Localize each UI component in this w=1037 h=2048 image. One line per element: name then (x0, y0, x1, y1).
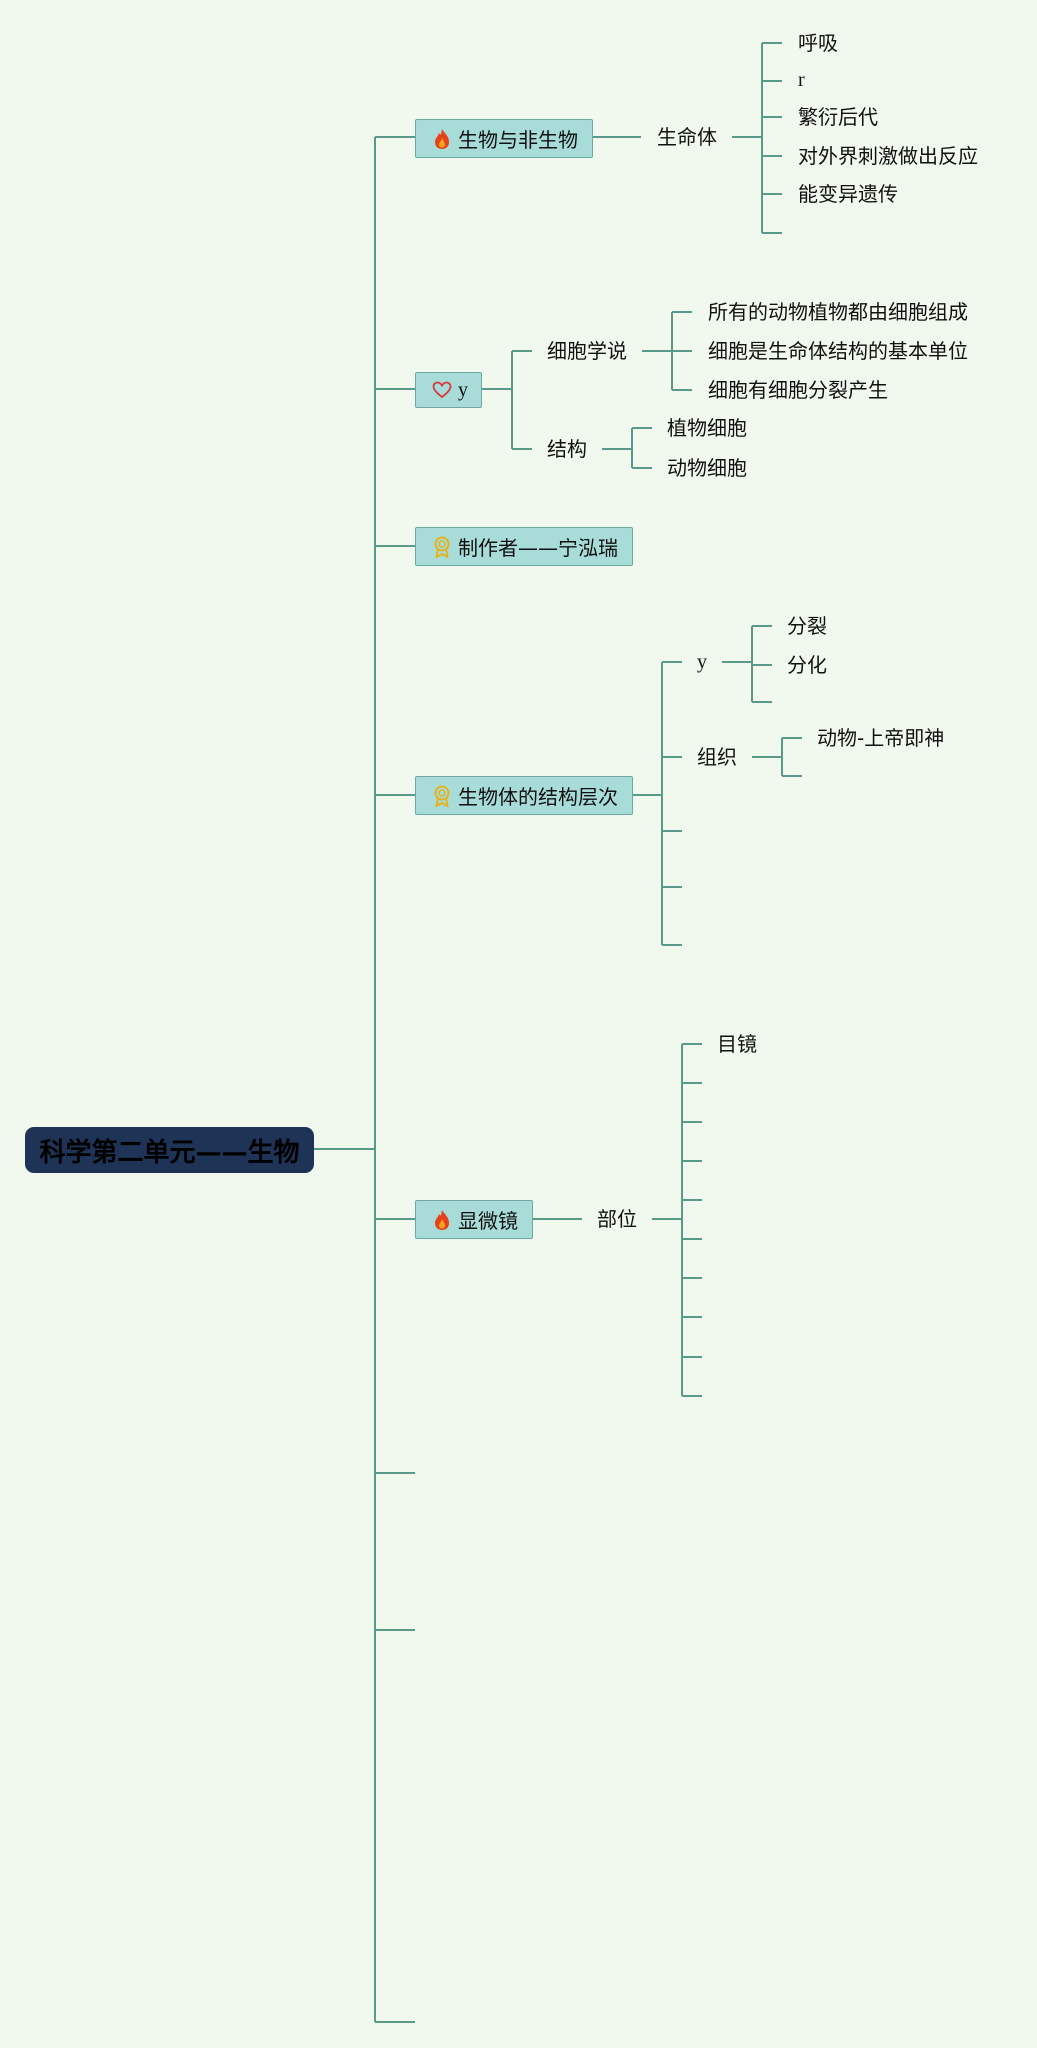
heart-icon (432, 379, 452, 401)
node-part[interactable]: 部位 (597, 1207, 637, 1231)
topic-label: y (458, 378, 468, 401)
award-icon (432, 536, 452, 558)
leaf-item[interactable]: 繁衍后代 (798, 105, 878, 129)
topic-cell[interactable]: y (415, 372, 482, 408)
topic-label: 显微镜 (458, 1209, 518, 1233)
topic-label: 生物体的结构层次 (458, 785, 618, 809)
leaf-item[interactable]: r (798, 69, 805, 91)
leaf-item[interactable]: 动物-上帝即神 (817, 726, 945, 750)
root-label: 科学第二单元——生物 (39, 1137, 300, 1168)
leaf-item[interactable]: 植物细胞 (667, 416, 747, 440)
leaf-item[interactable]: 对外界刺激做出反应 (798, 144, 978, 168)
leaf-item[interactable]: 能变异遗传 (798, 182, 898, 206)
leaf-item[interactable]: 动物细胞 (667, 456, 747, 480)
root-node[interactable]: 科学第二单元——生物 (25, 1127, 314, 1173)
node-cell-structure[interactable]: 结构 (547, 437, 587, 461)
topic-label: 制作者——宁泓瑞 (458, 536, 618, 560)
leaf-item[interactable]: 细胞是生命体结构的基本单位 (708, 339, 968, 363)
topic-structure-levels[interactable]: 生物体的结构层次 (415, 776, 633, 815)
award-icon (432, 785, 452, 807)
leaf-item[interactable]: 细胞有细胞分裂产生 (708, 378, 888, 402)
leaf-item[interactable]: 目镜 (717, 1032, 757, 1056)
topic-label: 生物与非生物 (458, 128, 578, 152)
fire-icon (432, 1209, 452, 1231)
node-tissue[interactable]: 组织 (697, 745, 737, 769)
topic-maker[interactable]: 制作者——宁泓瑞 (415, 527, 633, 566)
topic-microscope[interactable]: 显微镜 (415, 1200, 533, 1239)
fire-icon (432, 128, 452, 150)
node-y-branch[interactable]: y (697, 651, 707, 673)
leaf-item[interactable]: 分裂 (787, 614, 827, 638)
node-living-body[interactable]: 生命体 (657, 125, 717, 149)
leaf-item[interactable]: 呼吸 (798, 31, 838, 55)
leaf-item[interactable]: 分化 (787, 653, 827, 677)
leaf-item[interactable]: 所有的动物植物都由细胞组成 (708, 300, 968, 324)
topic-living-vs-nonliving[interactable]: 生物与非生物 (415, 119, 593, 158)
node-cell-theory[interactable]: 细胞学说 (547, 339, 627, 363)
